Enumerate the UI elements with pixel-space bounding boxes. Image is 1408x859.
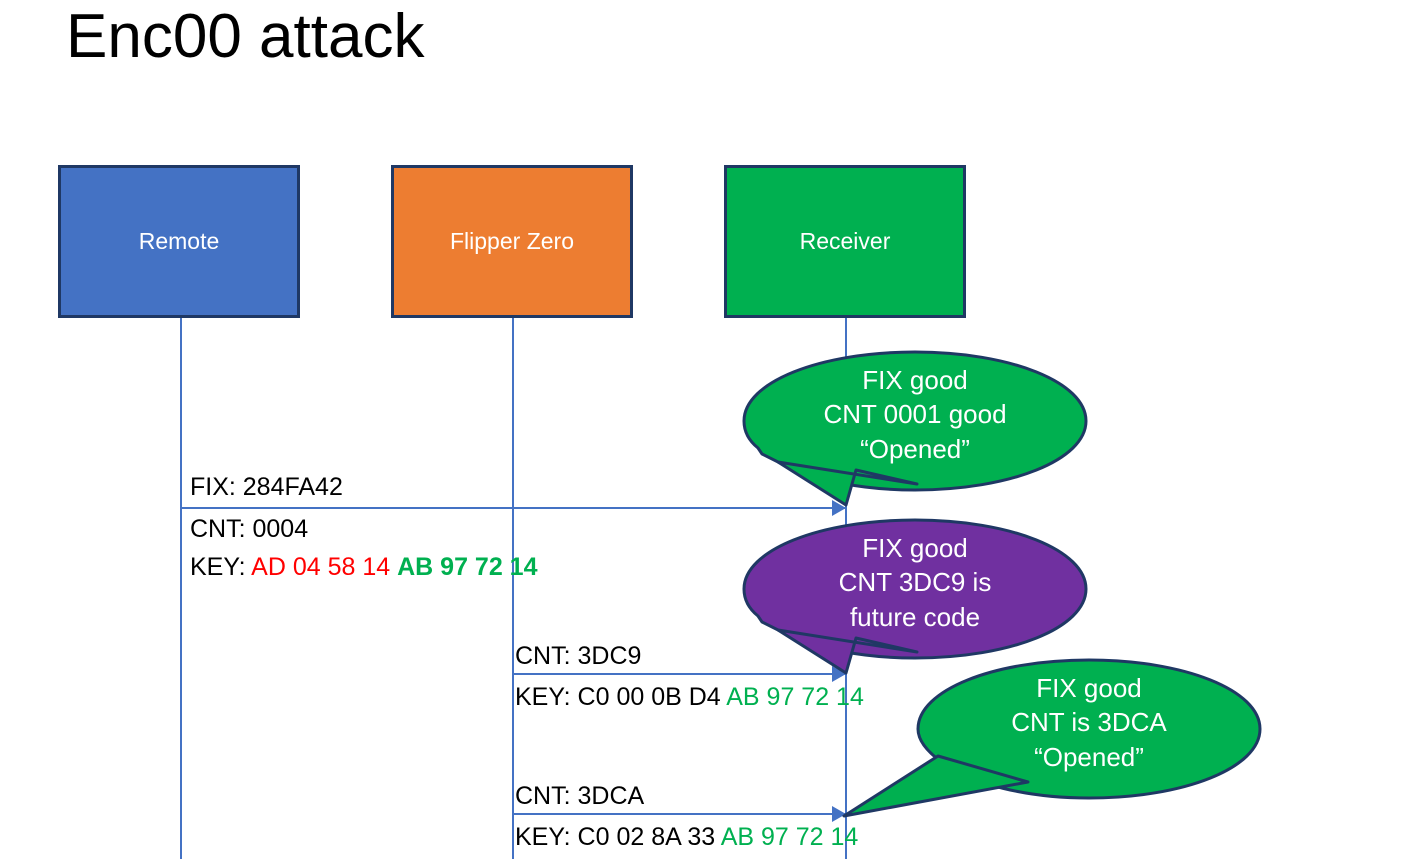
message-1-key-green: AB 97 72 14 (397, 553, 538, 581)
message-3-arrow-head (832, 806, 846, 822)
message-2-key: KEY: C0 00 0B D4 AB 97 72 14 (515, 682, 864, 712)
message-2-key-green: AB 97 72 14 (726, 683, 864, 711)
callout-1-tail (776, 460, 919, 507)
actor-box-remote: Remote (58, 165, 300, 318)
actor-label-remote: Remote (138, 228, 220, 254)
callout-1-shape (742, 350, 1088, 492)
message-3-key-label: KEY: C0 02 8A 33 (515, 823, 721, 851)
message-1-key-red: AD 04 58 14 (251, 553, 398, 581)
message-2-cnt: CNT: 3DC9 (515, 642, 642, 670)
message-1-key-label: KEY: (190, 553, 252, 581)
actor-label-flipper: Flipper Zero (450, 228, 574, 254)
message-3-key: KEY: C0 02 8A 33 AB 97 72 14 (515, 822, 858, 852)
lifeline-remote (180, 318, 182, 859)
message-3-key-green: AB 97 72 14 (720, 823, 859, 851)
callout-fix-good-cnt-3dca: FIX good CNT is 3DCA “Opened” (842, 658, 1262, 818)
actor-box-flipper: Flipper Zero (391, 165, 633, 318)
message-2-key-label: KEY: C0 00 0B D4 (515, 683, 727, 711)
message-1-fix: FIX: 284FA42 (190, 473, 343, 501)
callout-2-shape (742, 518, 1088, 660)
callout-3-tail (842, 754, 1030, 818)
callout-3-shape (916, 658, 1262, 800)
callout-2-tail (776, 628, 919, 675)
actor-box-receiver: Receiver (724, 165, 966, 318)
message-3-arrow-line (512, 813, 845, 815)
message-1-arrow-line (180, 507, 845, 509)
page-title: Enc00 attack (66, 2, 425, 71)
message-3-cnt: CNT: 3DCA (515, 782, 645, 810)
callout-future-code: FIX good CNT 3DC9 is future code (742, 518, 1088, 676)
message-2-arrow-line (512, 673, 845, 675)
actor-label-receiver: Receiver (799, 228, 891, 254)
lifeline-flipper (512, 318, 514, 859)
callout-fix-good-cnt-0001: FIX good CNT 0001 good “Opened” (742, 350, 1088, 508)
message-1-cnt: CNT: 0004 (190, 515, 309, 543)
message-1-key: KEY: AD 04 58 14 AB 97 72 14 (190, 552, 537, 582)
